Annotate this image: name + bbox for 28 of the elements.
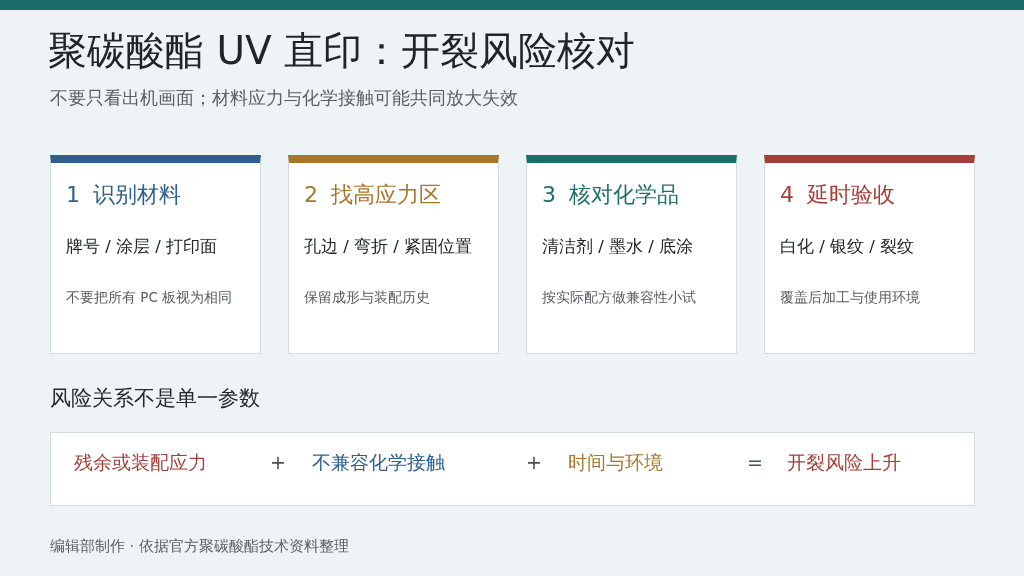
step-keywords: 清洁剂 / 墨水 / 底涂 [542,236,694,258]
step-keywords: 牌号 / 涂层 / 打印面 [66,236,218,258]
step-card [526,155,737,354]
equation-term: 开裂风险上升 [787,450,901,475]
operator-sign: = [747,450,763,475]
equation-term: 残余或装配应力 [74,450,207,475]
operator-sign: + [270,450,286,475]
section-heading: 风险关系不是单一参数 [50,385,260,412]
step-heading: 2 找高应力区 [304,181,441,209]
equation-panel [50,432,975,506]
subtitle: 不要只看出机画面；材料应力与化学接触可能共同放大失效 [50,86,518,110]
step-keywords: 白化 / 银纹 / 裂纹 [780,236,915,258]
step-note: 覆盖后加工与使用环境 [780,288,920,307]
step-card [288,155,499,354]
step-card [50,155,261,354]
step-heading: 4 延时验收 [780,181,895,209]
step-heading: 3 核对化学品 [542,181,679,209]
footer-note: 编辑部制作 · 依据官方聚碳酸酯技术资料整理 [50,537,349,556]
operator-sign: + [526,450,542,475]
step-card [764,155,975,354]
step-heading: 1 识别材料 [66,181,181,209]
step-note: 按实际配方做兼容性小试 [542,288,696,307]
equation-term: 时间与环境 [568,450,663,475]
step-note: 不要把所有 PC 板视为相同 [66,288,233,307]
slide-title: 聚碳酸酯 UV 直印：开裂风险核对 [48,27,636,75]
step-keywords: 孔边 / 弯折 / 紧固位置 [304,236,473,258]
equation-term: 不兼容化学接触 [312,450,445,475]
step-note: 保留成形与装配历史 [304,288,430,307]
